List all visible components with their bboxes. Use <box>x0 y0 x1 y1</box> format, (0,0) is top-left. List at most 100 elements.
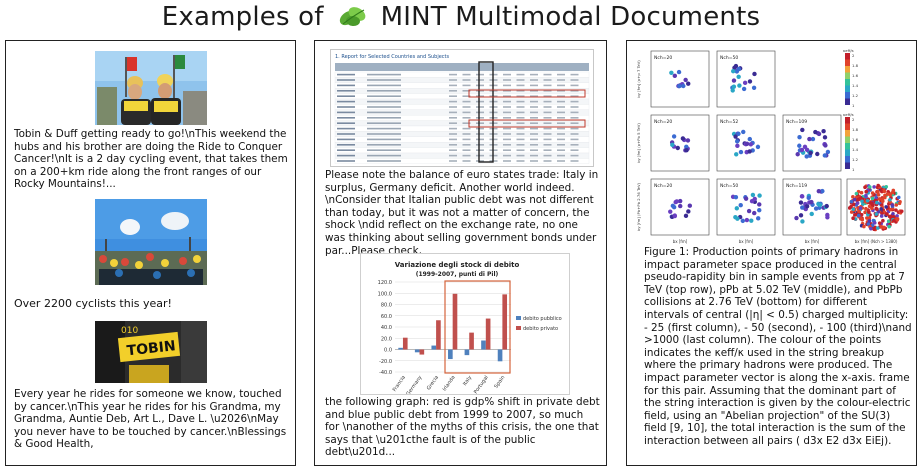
y-axis-label: by [fm] (p+Pb 5 TeV) <box>636 123 641 163</box>
scatter-point <box>684 144 689 150</box>
y-tick-label: 20.0 <box>381 336 392 342</box>
table-cell <box>462 79 471 81</box>
table-cell <box>543 160 552 162</box>
scatter-point <box>897 201 902 206</box>
scatter-point <box>809 199 814 205</box>
scatter-point <box>676 69 682 75</box>
scatter-point <box>880 197 885 201</box>
table-cell <box>462 100 471 103</box>
scatter-point <box>876 183 881 188</box>
scatter-point <box>821 128 826 134</box>
scatter-point <box>815 151 820 157</box>
scatter-point <box>849 210 854 214</box>
bar-portugal-public <box>481 340 486 350</box>
table-cell <box>530 127 538 130</box>
table-cell <box>367 95 401 97</box>
table-cell <box>516 117 525 119</box>
x-axis-label: bx [fm] <box>673 239 688 244</box>
scatter-point <box>825 215 830 220</box>
table-cell <box>570 79 579 81</box>
scatter-point <box>876 189 880 194</box>
table-cell <box>570 106 579 108</box>
scatter-point <box>809 211 814 217</box>
cycling-caption-count: Over 2200 cyclists this year! <box>14 297 172 310</box>
table-cell <box>337 133 355 135</box>
scatter-point <box>852 197 857 202</box>
table-cell <box>543 122 552 124</box>
page-title: Examples of MINT Multimodal Documents <box>0 0 922 34</box>
debt-paragraph-1: Please note the balance of euro states t… <box>325 169 599 257</box>
table-cell <box>543 100 552 103</box>
scatter-point <box>686 81 691 86</box>
title-text-after: MINT Multimodal Documents <box>380 2 761 32</box>
table-cell <box>476 154 484 157</box>
table-cell <box>516 106 525 108</box>
scatter-point <box>853 213 857 217</box>
scatter-point <box>823 143 828 148</box>
table-cell <box>570 73 579 76</box>
scatter-point <box>802 144 808 149</box>
table-cell <box>557 84 565 87</box>
scatter-point <box>683 213 689 219</box>
scatter-point <box>894 203 899 207</box>
table-cell <box>449 117 457 119</box>
scatter-point <box>670 203 676 209</box>
scatter-point <box>864 206 868 211</box>
scatter-point <box>824 203 829 209</box>
scatter-point <box>799 147 805 153</box>
scatter-point <box>804 204 810 209</box>
scatter-point <box>795 152 800 157</box>
table-cell <box>543 73 552 76</box>
colorbar-segment <box>845 117 850 124</box>
table-cell <box>503 127 511 130</box>
table-cell <box>557 160 565 162</box>
physics-figure-caption: Figure 1: Production points of primary h… <box>644 246 912 447</box>
y-tick-label: -20.0 <box>379 359 392 365</box>
scatter-point <box>858 206 863 210</box>
scatter-point <box>872 227 876 231</box>
scatter-point <box>744 141 750 147</box>
colorbar-segment <box>845 59 850 66</box>
scatter-point <box>877 197 882 201</box>
colorbar-label: κeff/κ <box>843 48 854 53</box>
scatter-point <box>735 143 740 149</box>
table-cell <box>516 154 525 157</box>
scatter-point <box>735 216 740 221</box>
colorbar-segment <box>845 156 850 163</box>
table-cell <box>570 144 579 146</box>
table-cell <box>476 160 484 162</box>
table-cell <box>476 138 484 141</box>
table-cell <box>543 84 552 87</box>
scatter-point <box>895 214 899 218</box>
colorbar-segment <box>845 149 850 156</box>
table-cell <box>476 127 484 130</box>
scatter-point <box>749 218 754 223</box>
mint-leaf-icon <box>339 6 366 26</box>
scatter-point <box>669 70 674 75</box>
table-cell <box>476 106 484 108</box>
table-cell <box>503 84 511 87</box>
scatter-point <box>891 215 896 219</box>
table-cell <box>503 73 511 76</box>
scatter-point <box>849 204 853 209</box>
scatter-point <box>877 221 882 225</box>
table-cell <box>337 95 355 97</box>
table-cell <box>570 117 579 119</box>
table-cell <box>516 144 525 146</box>
document-panel-debt: 1. Report for Selected Countries and Sub… <box>314 40 607 466</box>
scatter-point <box>807 136 812 142</box>
table-cell <box>449 122 457 124</box>
table-cell <box>516 79 525 81</box>
scatter-point <box>865 216 869 220</box>
table-cell <box>462 127 471 130</box>
chart-title: Variazione degli stock di debito <box>395 261 520 269</box>
scatter-point <box>734 152 739 157</box>
scatter-point <box>875 226 880 230</box>
scatter-point <box>674 199 679 204</box>
colorbar-label: κeff/κ <box>843 112 854 117</box>
legend-label: debito privato <box>523 326 558 332</box>
table-cell <box>367 117 401 119</box>
table-cell <box>503 117 511 119</box>
table-cell <box>367 160 401 162</box>
scatter-point <box>731 78 737 83</box>
